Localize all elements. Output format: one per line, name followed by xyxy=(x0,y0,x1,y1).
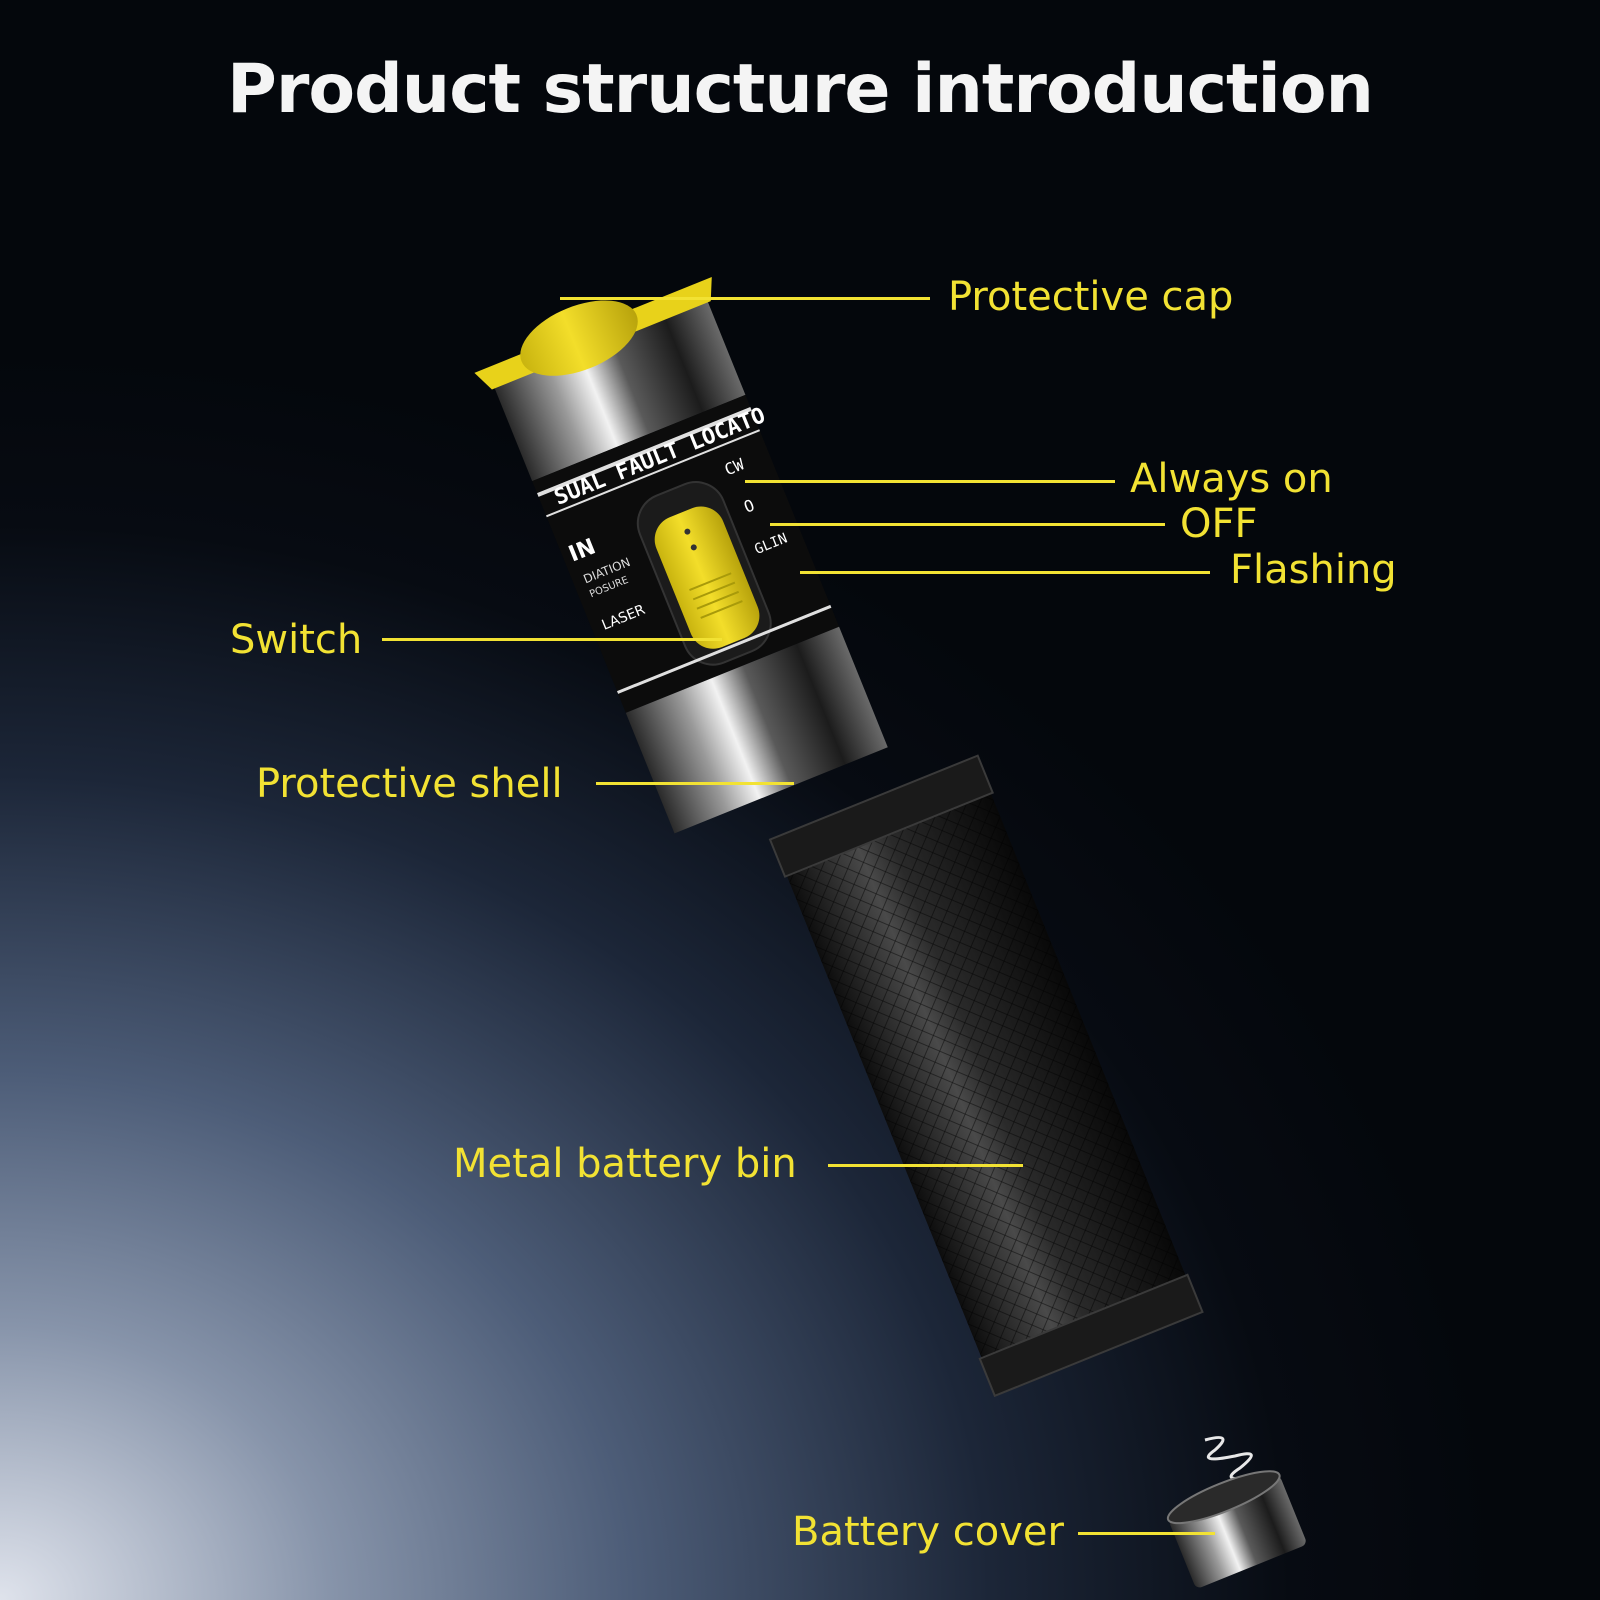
battery-cover-group xyxy=(1166,1436,1306,1588)
protective-shell xyxy=(625,626,888,834)
switch-slider[interactable] xyxy=(647,499,766,656)
page-title: Product structure introduction xyxy=(227,50,1374,129)
head-cylinder xyxy=(487,283,746,482)
battery-bin-group xyxy=(768,754,1204,1398)
leader-always-on xyxy=(745,480,1115,483)
leader-flashing xyxy=(800,571,1210,574)
label-metal-battery-bin: Metal battery bin xyxy=(453,1141,797,1187)
thread-top xyxy=(768,754,995,878)
leader-battery-cover xyxy=(1078,1532,1215,1535)
label-off: OFF xyxy=(1180,501,1258,547)
label-battery-cover: Battery cover xyxy=(792,1509,1064,1555)
pen-head-group: SUAL FAULT LOCATO IN DIATION POSURE LASE… xyxy=(474,276,888,834)
battery-cover xyxy=(1169,1476,1306,1588)
leader-protective-shell xyxy=(596,782,794,785)
leader-metal-battery-bin xyxy=(828,1164,1023,1167)
label-protective-cap: Protective cap xyxy=(948,274,1234,320)
label-protective-shell: Protective shell xyxy=(256,761,563,807)
leader-switch xyxy=(382,638,722,641)
thread-bottom xyxy=(978,1273,1204,1398)
protective-cap xyxy=(520,300,638,376)
leader-protective-cap xyxy=(560,297,930,300)
label-flashing: Flashing xyxy=(1230,547,1397,593)
label-switch: Switch xyxy=(230,617,363,663)
label-always-on: Always on xyxy=(1130,456,1333,502)
leader-off xyxy=(770,523,1165,526)
